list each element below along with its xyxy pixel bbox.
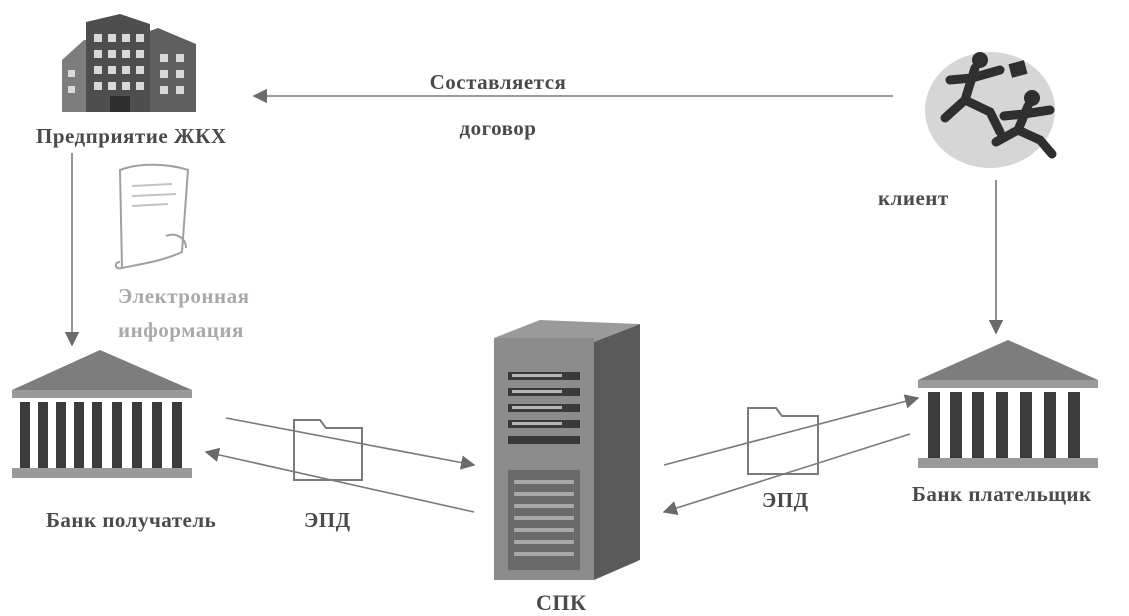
arrow-spk-to-recipient-bank <box>204 447 475 513</box>
electronic-info-label-line1: Электронная <box>118 284 250 308</box>
payer-bank-label: Банк плательщик <box>912 482 1092 506</box>
epd-left-label: ЭПД <box>304 508 351 532</box>
arrow-payer-bank-to-spk <box>662 433 911 515</box>
server-tower-icon <box>494 320 640 580</box>
office-building-icon <box>62 14 196 112</box>
running-people-icon <box>925 52 1057 168</box>
electronic-info-label-line2: информация <box>118 318 244 342</box>
document-scroll-icon <box>114 163 190 270</box>
spk-label: СПК <box>536 590 587 615</box>
recipient-bank-label: Банк получатель <box>46 508 217 532</box>
bank-building-icon <box>12 350 192 478</box>
folder-icon <box>747 407 819 475</box>
arrow-spk-to-payer-bank <box>663 394 920 466</box>
client-label: клиент <box>878 186 949 210</box>
utility-company-label: Предприятие ЖКХ <box>36 124 227 148</box>
epd-right-label: ЭПД <box>762 488 809 512</box>
arrow-recipient-bank-to-spk <box>225 417 476 470</box>
contract-label-line2: договор <box>459 116 537 140</box>
bank-building-icon <box>918 340 1098 468</box>
contract-label-line1: Составляется <box>429 70 567 94</box>
folder-icon <box>293 419 363 481</box>
